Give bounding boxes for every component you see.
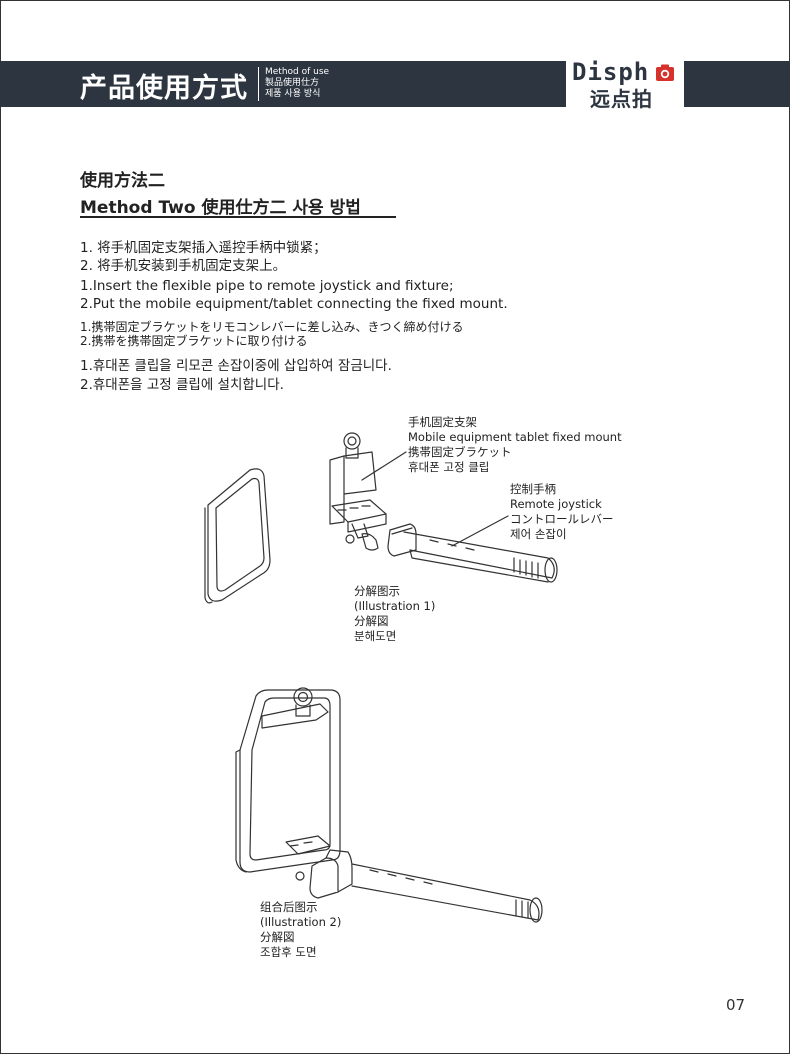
instruction-en-2: 2.Put the mobile equipment/tablet connec…	[80, 296, 508, 312]
subtitle-en: Method of use	[265, 67, 330, 77]
tablet-illustration	[204, 468, 271, 604]
page-title: 产品使用方式	[80, 73, 248, 104]
logo-text-bottom: 远点拍	[590, 87, 653, 111]
mount-label-ja: 携帯固定ブラケット	[408, 445, 512, 459]
mount-label-cn: 手机固定支架	[408, 415, 477, 429]
illustration1-caption-en: (Illustration 1)	[354, 599, 436, 613]
illustration1-caption-cn: 分解图示	[354, 584, 400, 598]
joystick-label-ja: コントロールレバー	[510, 512, 614, 526]
illustration2-caption: 组合后图示 (Illustration 2) 分解図 조합후 도면	[260, 900, 341, 960]
joystick-label-en: Remote joystick	[510, 497, 602, 511]
illustration2-caption-ja: 分解図	[260, 930, 295, 944]
illustration1-caption-ko: 분해도면	[354, 629, 397, 643]
logo-text-top: Disph	[572, 58, 650, 86]
joystick-illustration	[387, 523, 558, 583]
instruction-cn-1: 1. 将手机固定支架插入遥控手柄中锁紧；	[80, 240, 327, 256]
mount-label: 手机固定支架 Mobile equipment tablet fixed mou…	[408, 415, 622, 475]
section-title-cn: 使用方法二	[80, 171, 165, 191]
illustration2-caption-ko: 조합후 도면	[260, 945, 317, 959]
mount-leader-line	[361, 451, 407, 481]
page-number: 07	[726, 996, 746, 1014]
instruction-en-1: 1.Insert the flexible pipe to remote joy…	[80, 278, 454, 294]
joystick-leader-line	[451, 515, 509, 547]
subtitle-ja: 製品使用仕方	[265, 78, 320, 88]
illustration1-caption-ja: 分解図	[354, 614, 389, 628]
instruction-cn-2: 2. 将手机安装到手机固定支架上。	[80, 258, 287, 274]
assembled-illustration	[235, 687, 543, 923]
instruction-ko-1: 1.휴대폰 클립을 리모콘 손잡이중에 삽입하여 잠금니다.	[80, 358, 392, 374]
mount-label-ko: 휴대폰 고정 클립	[408, 460, 490, 474]
title-subtitle: Method of use 製品使用仕方 제품 사용 방식	[265, 67, 329, 100]
camera-icon	[656, 64, 674, 81]
subtitle-ko: 제품 사용 방식	[265, 89, 321, 99]
mount-illustration	[329, 432, 387, 551]
joystick-label-cn: 控制手柄	[510, 482, 556, 496]
joystick-label-ko: 제어 손잡이	[510, 527, 567, 541]
title-divider	[258, 67, 259, 101]
instruction-ko-2: 2.휴대폰을 고정 클립에 설치합니다.	[80, 377, 284, 393]
illustration2-caption-cn: 组合后图示	[260, 900, 318, 914]
joystick-label: 控制手柄 Remote joystick コントロールレバー 제어 손잡이	[510, 482, 614, 542]
section-title-multilingual: Method Two 使用仕方二 사용 방법	[80, 198, 361, 218]
mount-label-en: Mobile equipment tablet fixed mount	[408, 430, 622, 444]
instruction-ja-2: 2.携帯を携帯固定ブラケットに取り付ける	[80, 334, 308, 348]
illustration1-caption: 分解图示 (Illustration 1) 分解図 분해도면	[354, 584, 435, 644]
illustration2-caption-en: (Illustration 2)	[260, 915, 342, 929]
instruction-ja-1: 1.携帯固定ブラケットをリモコンレバーに差し込み、きつく締め付ける	[80, 320, 464, 334]
section-underline	[80, 216, 396, 218]
